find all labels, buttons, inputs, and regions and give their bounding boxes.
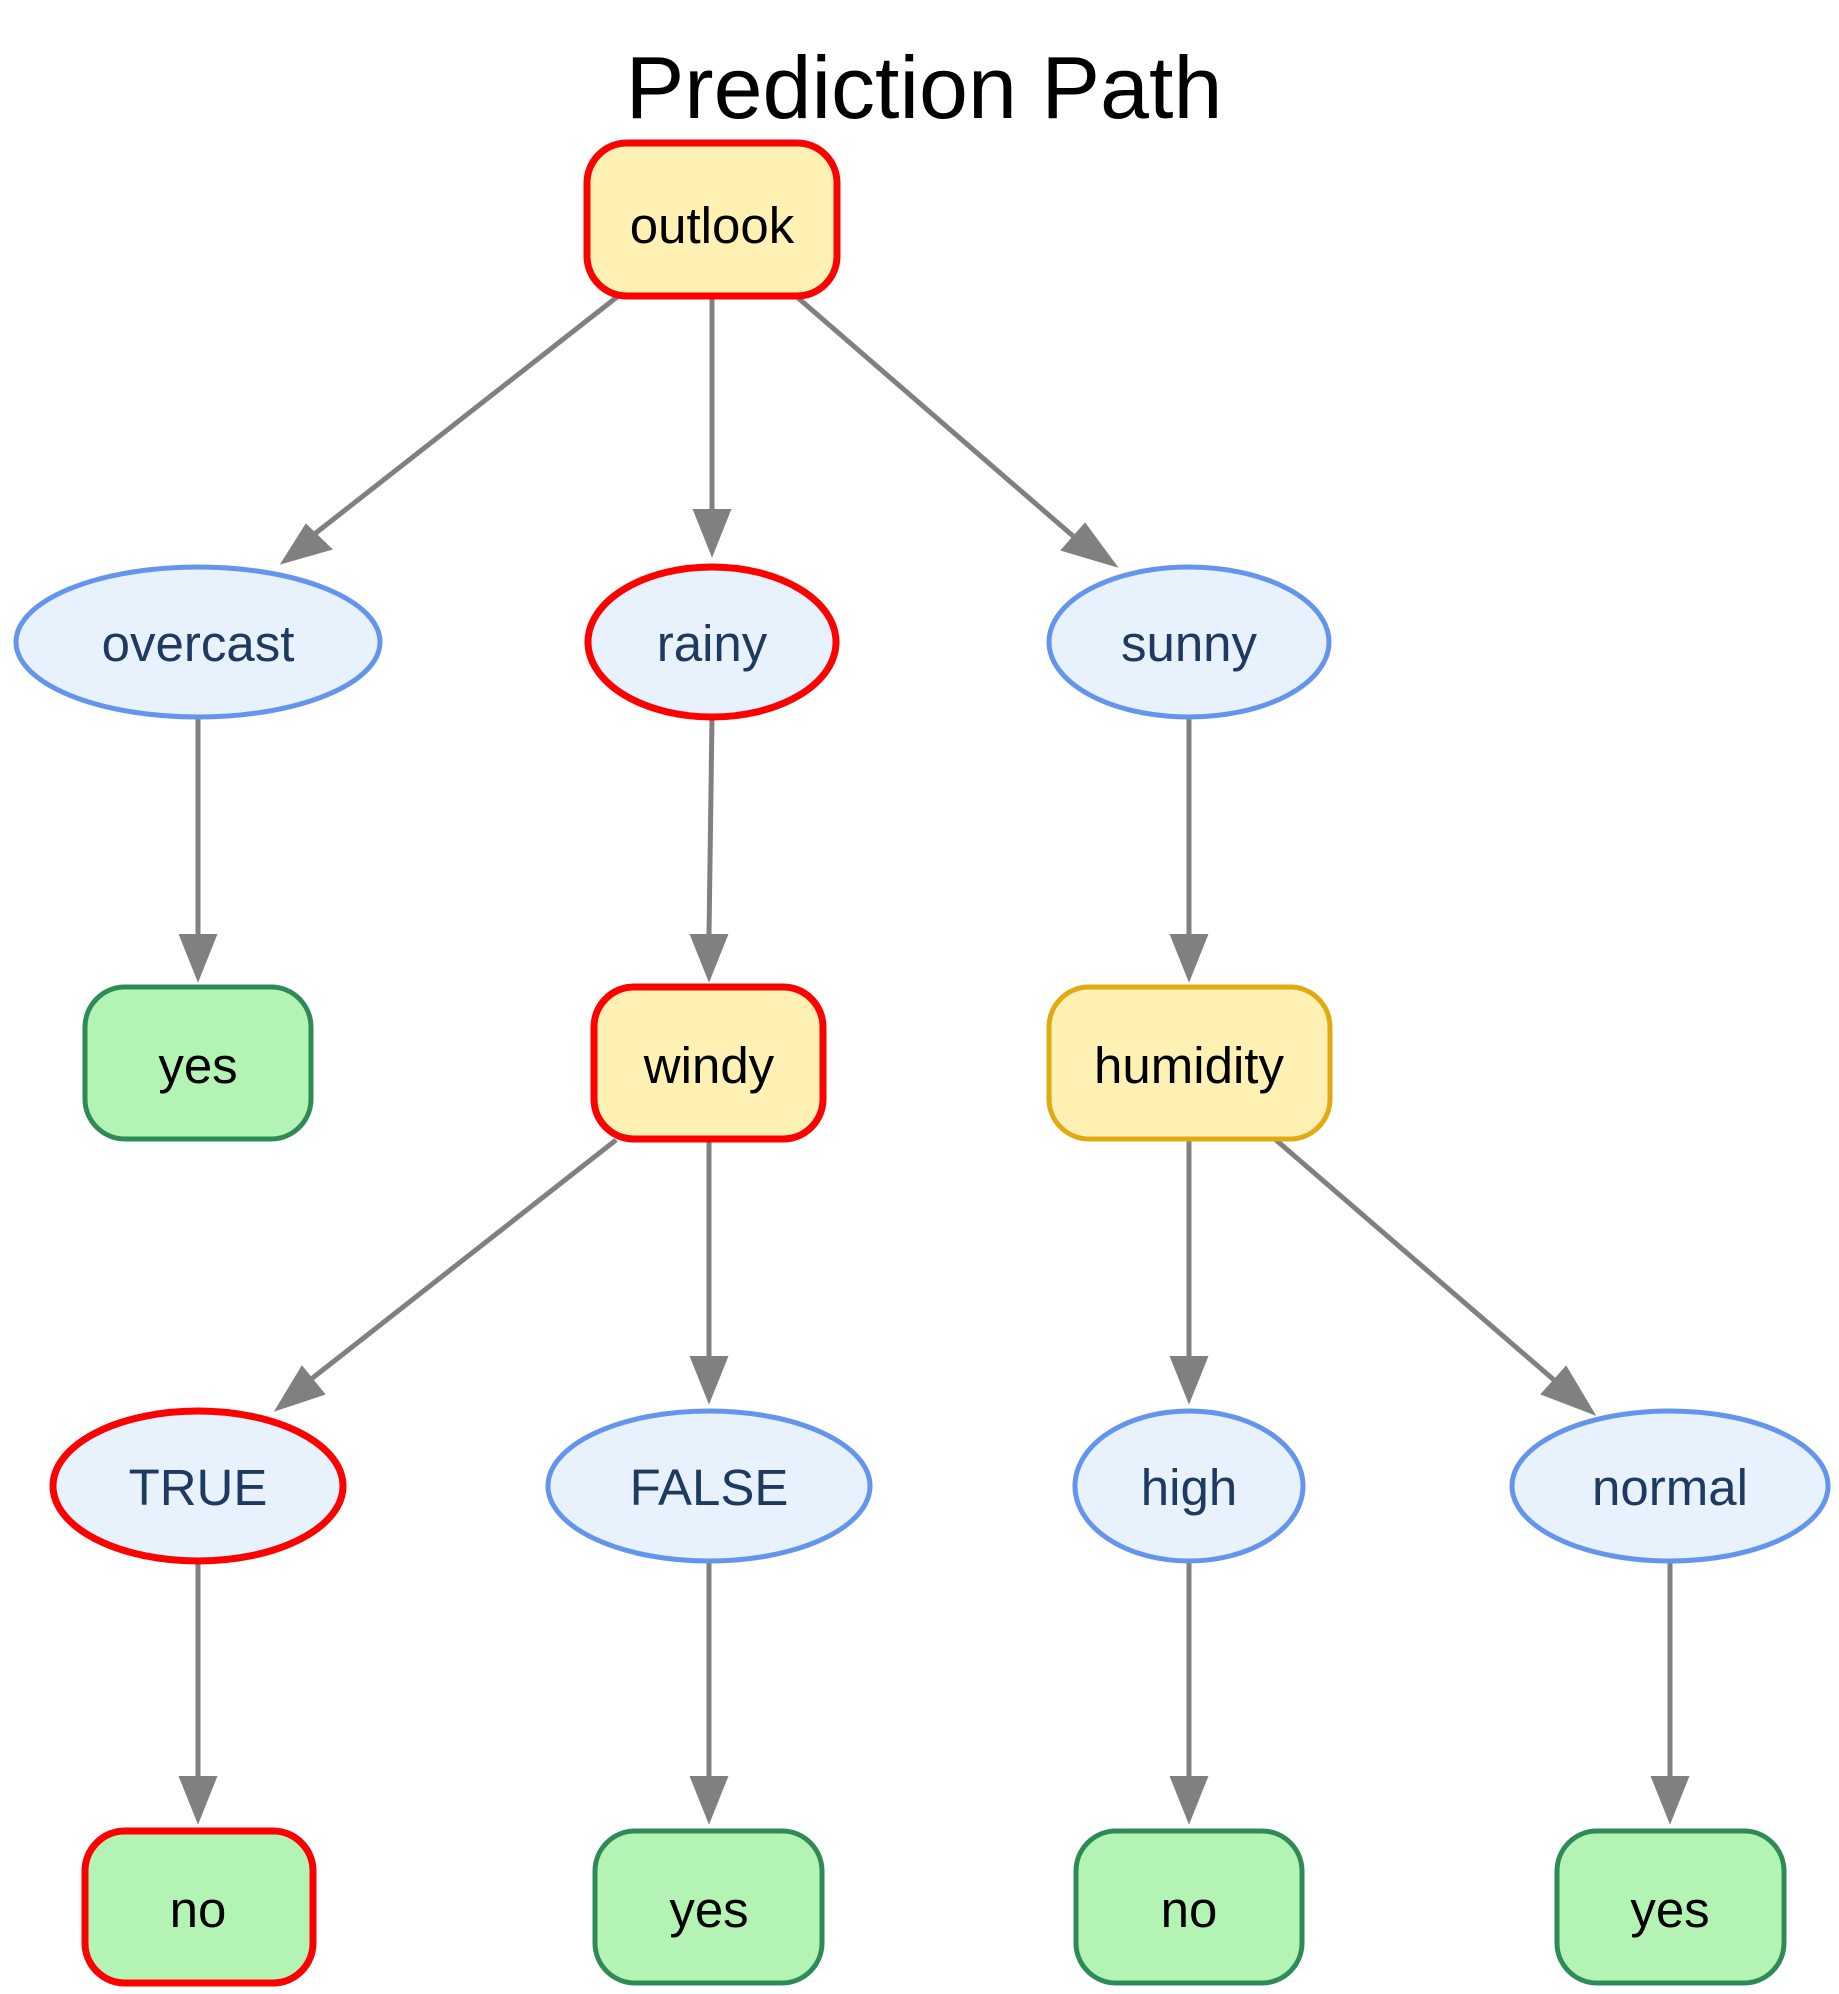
node-humidity-label: humidity	[1094, 1037, 1284, 1094]
node-rainy-label: rainy	[657, 615, 768, 672]
node-yes-false-label: yes	[669, 1881, 748, 1938]
edge-outlook-overcast	[279, 295, 619, 565]
edge-windy-false	[689, 1140, 729, 1405]
node-sunny: sunny	[1046, 564, 1332, 720]
edge-overcast-yes	[178, 718, 218, 983]
edge-outlook-rainy	[692, 297, 732, 558]
node-high: high	[1072, 1408, 1306, 1564]
node-yes-overcast-label: yes	[158, 1037, 237, 1094]
edges	[178, 295, 1690, 1825]
edge-rainy-windy	[689, 717, 729, 983]
edge-high-no	[1169, 1563, 1209, 1825]
node-outlook-label: outlook	[630, 197, 795, 254]
node-rainy: rainy	[584, 563, 840, 721]
node-false-label: FALSE	[630, 1459, 789, 1516]
node-yes-normal: yes	[1554, 1828, 1787, 1986]
diagram-title: Prediction Path	[626, 38, 1223, 137]
node-yes-overcast: yes	[82, 984, 314, 1142]
node-true-label: TRUE	[129, 1459, 268, 1516]
node-no-high: no	[1073, 1828, 1305, 1986]
edge-outlook-sunny	[795, 295, 1119, 568]
node-high-label: high	[1141, 1459, 1237, 1516]
edge-humidity-high	[1169, 1140, 1209, 1405]
node-no-true-label: no	[170, 1881, 227, 1938]
node-overcast-label: overcast	[102, 615, 295, 672]
node-overcast: overcast	[13, 564, 383, 720]
node-outlook: outlook	[583, 139, 841, 300]
node-yes-normal-label: yes	[1630, 1881, 1709, 1938]
node-windy-label: windy	[643, 1037, 775, 1094]
node-sunny-label: sunny	[1121, 615, 1258, 672]
node-no-high-label: no	[1161, 1881, 1218, 1938]
edge-humidity-normal	[1274, 1138, 1597, 1416]
node-windy: windy	[590, 983, 827, 1143]
node-true: TRUE	[49, 1407, 347, 1565]
node-humidity: humidity	[1046, 984, 1333, 1142]
node-false: FALSE	[545, 1408, 873, 1564]
edge-sunny-humidity	[1169, 718, 1209, 983]
edge-normal-yes	[1650, 1563, 1690, 1825]
node-normal-label: normal	[1592, 1459, 1748, 1516]
node-normal: normal	[1509, 1408, 1831, 1564]
node-no-true: no	[81, 1827, 317, 1987]
edge-false-yes	[689, 1563, 729, 1825]
node-yes-false: yes	[592, 1828, 825, 1986]
edge-windy-true	[273, 1138, 618, 1412]
edge-true-no	[178, 1563, 218, 1825]
